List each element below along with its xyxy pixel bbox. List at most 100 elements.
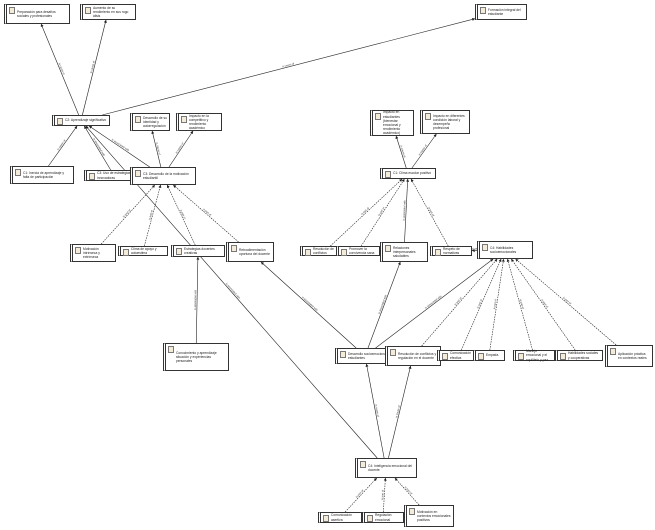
edge-arrow bbox=[360, 178, 405, 247]
edge-label: is part of bbox=[360, 206, 370, 216]
edge-arrow bbox=[330, 178, 403, 247]
node-label: Preparación para desafíos sociales y pro… bbox=[17, 9, 56, 18]
diagram-node[interactable]: C1: Inercia de aprendizaje y falta de pa… bbox=[10, 166, 74, 184]
edge-arrow bbox=[144, 184, 162, 247]
diagram-node[interactable]: Clima de apoyo y autoestima bbox=[118, 246, 168, 256]
edge-label: is associated with bbox=[402, 200, 407, 221]
node-label: Relaciones interpersonales saludables bbox=[393, 245, 416, 259]
node-label: Impacto en estudiantes (bienestar emocio… bbox=[383, 110, 401, 136]
diagram-node[interactable]: C4: Habilidades socioemocionales bbox=[477, 241, 533, 259]
edge-arrow bbox=[166, 184, 196, 246]
edge-arrow bbox=[168, 130, 194, 168]
document-icon bbox=[85, 7, 91, 14]
node-label: Motivación en contextos emocionales posi… bbox=[417, 509, 451, 523]
node-label: Aumento de su rendimiento en sus rogo ál… bbox=[93, 5, 129, 19]
diagram-node[interactable]: C4: Inteligencia emocional del docente bbox=[355, 458, 417, 478]
node-label: Empatía bbox=[486, 353, 499, 358]
node-label: C3: Desarrollo de la motivación estudian… bbox=[143, 171, 189, 180]
document-icon bbox=[340, 351, 346, 358]
node-label: Resolución de conflictos y regulación en… bbox=[398, 351, 437, 360]
edge-arrow bbox=[410, 178, 449, 247]
edge-arrow bbox=[88, 125, 150, 168]
edge-arrow bbox=[515, 258, 617, 346]
document-icon bbox=[560, 353, 566, 360]
diagram-node[interactable]: Impacto en la competitivo y rendimiento … bbox=[176, 113, 222, 131]
diagram-node[interactable]: Desarrollo de su identidad y autorregula… bbox=[130, 113, 170, 131]
edge-label: is associated with bbox=[193, 289, 197, 310]
edge-arrow bbox=[375, 258, 494, 349]
diagram-node[interactable]: Comunicación efectiva bbox=[437, 350, 481, 361]
diagram-node[interactable]: Aplicación práctica en contextos reales bbox=[605, 345, 653, 367]
diagram-node[interactable]: Comunicación asertiva bbox=[318, 512, 362, 523]
node-label: Estrategias docentes creativas bbox=[184, 246, 215, 255]
edge-arrow bbox=[84, 125, 111, 171]
edge-arrow bbox=[383, 477, 387, 513]
edge-label: is part of bbox=[355, 488, 365, 498]
edge-label: is part of bbox=[122, 208, 132, 218]
edge-arrow bbox=[404, 178, 410, 243]
diagram-node[interactable]: Estrategias docentes creativas bbox=[171, 245, 225, 257]
edge-arrow bbox=[173, 184, 239, 243]
diagram-node[interactable]: Desarrollo socioemocional en estudiantes bbox=[335, 348, 395, 364]
edge-label: is cause of bbox=[89, 60, 96, 73]
edge-label: is cause of bbox=[174, 141, 184, 154]
diagram-node[interactable]: Motivación en contextos emocionales posi… bbox=[404, 505, 454, 527]
diagram-node[interactable]: C2: Aprendizaje significativo bbox=[52, 115, 110, 126]
document-icon bbox=[442, 353, 448, 360]
node-label: C2: Aprendizaje significativo bbox=[65, 118, 107, 123]
document-icon bbox=[89, 173, 95, 180]
diagram-node[interactable]: C3: Uso de estrategias innovadoras bbox=[84, 170, 144, 181]
diagram-node[interactable]: C1: Clima escolar positivo bbox=[380, 168, 436, 179]
diagram-node[interactable]: Relaciones interpersonales saludables bbox=[380, 242, 428, 262]
node-label: Comunicación efectiva bbox=[450, 351, 471, 360]
edge-arrow bbox=[506, 258, 533, 351]
edge-label: is part of bbox=[519, 299, 526, 310]
edge-label: is associated with bbox=[301, 295, 319, 312]
diagram-node[interactable]: Formación integral del estudiante bbox=[475, 4, 527, 20]
document-icon bbox=[305, 249, 311, 256]
node-label: Regulación emocional bbox=[375, 513, 392, 522]
node-label: C1: Clima escolar positivo bbox=[393, 171, 432, 176]
diagram-node[interactable]: Respeto de normativas bbox=[430, 246, 472, 256]
document-icon bbox=[409, 508, 415, 515]
diagram-node[interactable]: Impacto en diferentes condición laboral … bbox=[420, 110, 470, 134]
node-label: C4: Inteligencia emocional del docente bbox=[368, 463, 412, 472]
node-label: Habilidades sociales y cooperativas bbox=[568, 351, 599, 360]
edge-label: is cause of bbox=[399, 145, 407, 158]
document-icon bbox=[15, 169, 21, 176]
diagram-node[interactable]: Conocimiento y aprendizaje situación y e… bbox=[163, 343, 229, 371]
document-icon bbox=[385, 171, 391, 178]
diagram-node[interactable]: Preparación para desafíos sociales y pro… bbox=[4, 4, 70, 24]
document-icon bbox=[135, 170, 141, 177]
node-label: Impacto en la competitivo y rendimiento … bbox=[189, 113, 209, 131]
edge-arrow bbox=[195, 256, 200, 344]
edge-arrow bbox=[82, 19, 107, 116]
edge-arrow bbox=[388, 365, 412, 459]
document-icon bbox=[231, 245, 237, 252]
diagram-node[interactable]: Aumento de su rendimiento en sus rogo ál… bbox=[80, 4, 136, 20]
diagram-node[interactable]: Regulación emocional bbox=[362, 512, 404, 523]
edge-arrow bbox=[461, 258, 502, 351]
document-icon bbox=[518, 353, 524, 360]
diagram-node[interactable]: Resolución de conflictos y regulación en… bbox=[385, 346, 441, 366]
document-icon bbox=[57, 118, 63, 125]
node-label: Aplicación práctica en contextos reales bbox=[618, 351, 647, 360]
node-label: Resolución de conflictos bbox=[313, 246, 334, 255]
document-icon bbox=[168, 346, 174, 353]
diagram-node[interactable]: Impacto en estudiantes (bienestar emocio… bbox=[370, 110, 414, 136]
document-icon bbox=[360, 461, 366, 468]
edge-label: is cause of bbox=[417, 143, 428, 156]
edge-label: is part of bbox=[453, 296, 463, 306]
diagram-node[interactable]: Manejo emocional y el equilibrio y paz bbox=[513, 349, 555, 362]
diagram-node[interactable]: C3: Desarrollo de la motivación estudian… bbox=[130, 167, 196, 185]
document-icon bbox=[425, 113, 431, 120]
edge-label: is part of bbox=[380, 490, 385, 500]
edge-label: is cause of bbox=[58, 62, 67, 75]
diagram-node[interactable]: Habilidades sociales y cooperativas bbox=[555, 350, 603, 361]
diagram-node[interactable]: Promover la convivencia sana bbox=[336, 246, 380, 256]
edge-label: is part of bbox=[540, 298, 549, 309]
diagram-node[interactable]: Motivación intrínseca y extrínseca bbox=[70, 244, 116, 262]
diagram-node[interactable]: Empatía bbox=[473, 350, 505, 361]
diagram-node[interactable]: Retroalimentación oportuna del docente bbox=[226, 242, 274, 262]
